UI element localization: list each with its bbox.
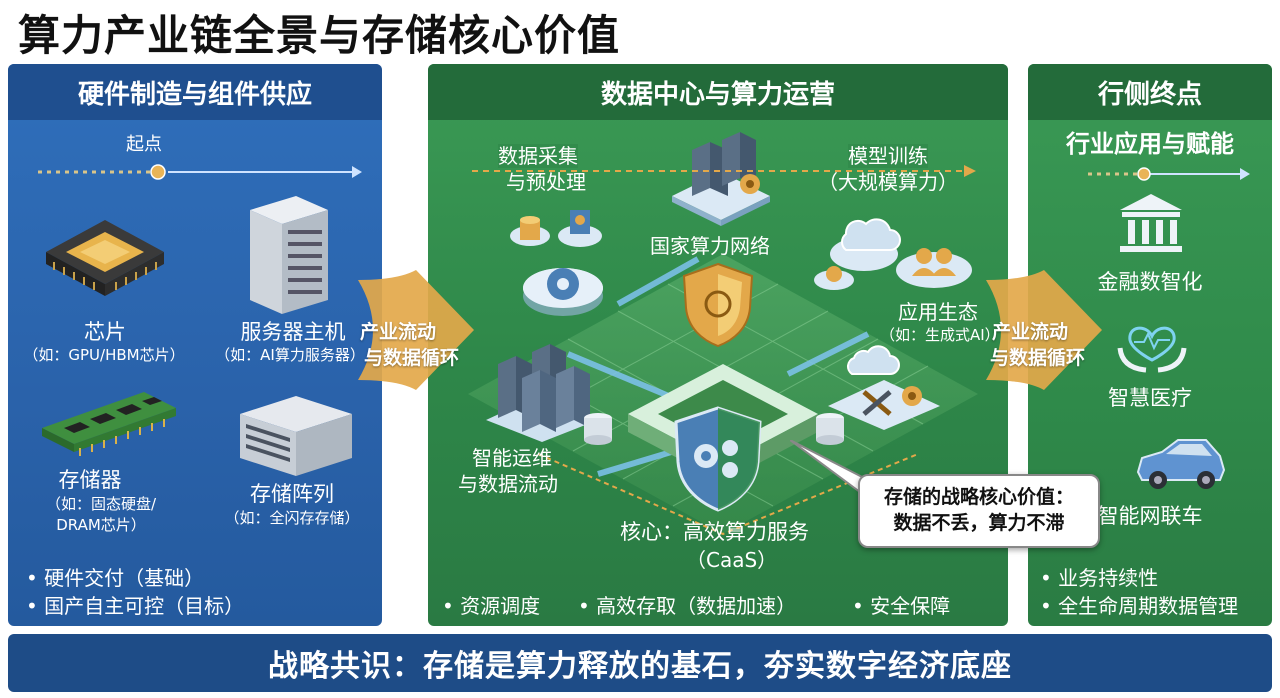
flow-label-right-2: 与数据循环	[990, 347, 1086, 369]
storage-value-callout: 存储的战略核心价值： 数据不丢，算力不滞	[858, 474, 1100, 548]
chip-icon	[46, 220, 164, 296]
server-icon	[250, 196, 328, 314]
model-train-label-1: 模型训练	[848, 144, 928, 168]
core-caas-label: （CaaS）	[686, 548, 778, 572]
hardware-panel-header: 硬件制造与组件供应	[8, 64, 382, 120]
industry-arrow-icon	[1088, 167, 1250, 181]
app-ecosystem-icon	[814, 218, 972, 290]
datacenter-bullet-3: • 安全保障	[852, 594, 951, 618]
flow-label-left-1: 产业流动	[360, 321, 437, 343]
server-cluster-icon	[486, 344, 598, 442]
industry-bullet-2: • 全生命周期数据管理	[1040, 594, 1239, 618]
strategic-consensus-banner: 战略共识：存储是算力释放的基石，夯实数字经济底座	[8, 634, 1272, 692]
ecosystem-example: （如：生成式AI）	[880, 326, 1000, 344]
database-left-icon	[584, 413, 612, 445]
caas-shield-icon	[674, 406, 762, 512]
start-arrow-icon	[38, 164, 362, 180]
server-example: （如：AI算力服务器）	[215, 346, 365, 364]
flow-arrow-left-icon	[358, 270, 474, 390]
memory-example-2: DRAM芯片）	[56, 516, 146, 534]
page-title: 算力产业链全景与存储核心价值	[18, 11, 621, 60]
gear-hub-icon	[523, 268, 603, 316]
hardware-bullet-2: • 国产自主可控（目标）	[26, 594, 245, 618]
datacenter-panel: 数据中心与算力运营	[428, 64, 1008, 626]
ops-label-2: 与数据流动	[458, 472, 558, 496]
chip-label: 芯片	[84, 320, 126, 344]
data-collect-label-1: 数据采集	[498, 144, 578, 168]
car-label: 智能网联车	[1097, 504, 1203, 528]
industry-panel-header: 行侧终点	[1028, 64, 1272, 120]
shield-icon	[682, 262, 754, 348]
array-label: 存储阵列	[250, 482, 334, 506]
industry-subheader: 行业应用与赋能	[1066, 130, 1234, 158]
flow-label-left-2: 与数据循环	[364, 347, 460, 369]
tools-icon	[828, 345, 940, 430]
connected-car-icon	[1136, 439, 1226, 489]
data-collect-icon	[510, 210, 602, 247]
start-label: 起点	[126, 134, 162, 155]
network-label: 国家算力网络	[650, 234, 770, 258]
core-label: 核心：高效算力服务	[620, 520, 809, 544]
flow-arrow-right-icon	[986, 270, 1102, 390]
callout-line-1: 存储的战略核心价值：	[883, 486, 1074, 509]
memory-icon	[42, 392, 176, 456]
data-collect-label-2: 与预处理	[506, 170, 586, 194]
model-train-label-2: （大规模算力）	[818, 170, 958, 194]
storage-array-icon	[240, 396, 352, 476]
chip-example: （如：GPU/HBM芯片）	[23, 346, 185, 364]
hardware-bullet-1: • 硬件交付（基础）	[26, 566, 205, 590]
finance-label: 金融数智化	[1097, 270, 1203, 294]
memory-label: 存储器	[58, 468, 122, 492]
healthcare-label: 智慧医疗	[1108, 386, 1192, 410]
server-label: 服务器主机	[240, 320, 346, 344]
training-server-icon	[672, 132, 770, 226]
memory-example-1: （如：固态硬盘/	[45, 495, 157, 513]
flow-label-right-1: 产业流动	[992, 321, 1069, 343]
database-right-icon	[816, 413, 844, 445]
datacenter-bullet-1: • 资源调度	[442, 594, 541, 618]
datacenter-panel-header: 数据中心与算力运营	[428, 64, 1008, 120]
array-example: （如：全闪存存储）	[224, 509, 360, 527]
ops-label-1: 智能运维	[472, 446, 552, 470]
ecosystem-label: 应用生态	[898, 300, 978, 324]
callout-line-2: 数据不丢，算力不滞	[893, 512, 1065, 534]
hardware-panel: 硬件制造与组件供应 起点 芯片 （如：GPU/HBM芯片） 服务器主机 （如：A…	[8, 64, 382, 626]
top-flow-arrow-icon	[472, 165, 976, 177]
bank-icon	[1120, 194, 1182, 252]
industry-bullet-1: • 业务持续性	[1040, 566, 1159, 590]
healthcare-icon	[1117, 326, 1187, 373]
datacenter-bullet-2: • 高效存取（数据加速）	[578, 594, 797, 618]
